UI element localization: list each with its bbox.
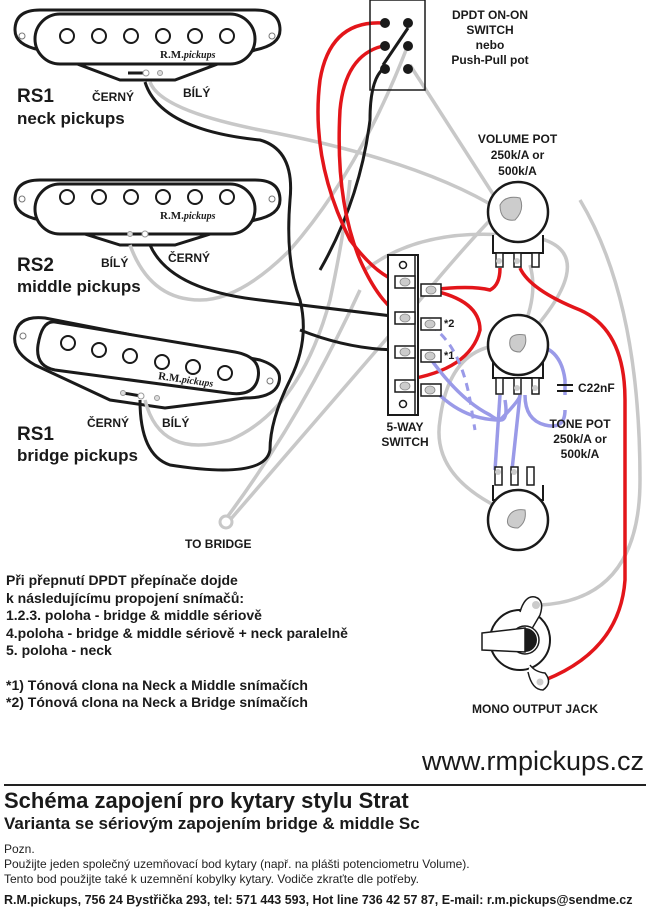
volume-pot xyxy=(486,180,550,268)
divider xyxy=(4,784,646,786)
bridge-ground-terminal xyxy=(218,514,234,530)
wire-dpdt-red-2 xyxy=(337,44,404,318)
black-wires xyxy=(138,27,410,472)
wire-switch-volume xyxy=(429,267,502,292)
note-line: 1.2.3. poloha - bridge & middle sériově xyxy=(6,607,262,623)
volume-pot-label-line1: VOLUME POT xyxy=(477,132,558,146)
wire-volume-jack xyxy=(518,267,627,682)
note-line: Při přepnutí DPDT přepínače dojde xyxy=(6,572,238,588)
page-subtitle: Varianta se sériovým zapojením bridge & … xyxy=(4,814,420,833)
five-way-mark-2: *2 xyxy=(444,318,455,330)
dpdt-label-line1: DPDT ON-ON xyxy=(452,8,528,22)
dpdt-label-line3: nebo xyxy=(475,38,505,52)
wire-tone-dashed xyxy=(429,323,477,431)
tone-pot xyxy=(486,313,550,395)
five-way-mark-1: *1 xyxy=(444,350,455,362)
pickup-middle xyxy=(13,178,282,247)
pickup-brand-middle: R.M.pickups xyxy=(160,210,216,222)
tone-wires xyxy=(428,342,567,471)
website-link[interactable]: www.rmpickups.cz xyxy=(421,746,644,776)
wire-tone-4 xyxy=(510,394,522,471)
capacitor-label: C22nF xyxy=(578,381,615,395)
dpdt-switch xyxy=(369,0,426,91)
wire-middle-black xyxy=(148,244,401,319)
pickup-neck xyxy=(13,8,282,82)
note-line: 5. poloha - neck xyxy=(6,642,112,658)
five-way-label-line2: SWITCH xyxy=(381,435,429,449)
pickup-brand-neck: R.M.pickups xyxy=(160,49,216,61)
dpdt-jumper xyxy=(381,27,410,66)
pickup-bridge-model: RS1 xyxy=(17,424,54,445)
wire-tone-ground xyxy=(437,343,516,517)
wire-dpdt-black xyxy=(318,67,385,271)
tone-pot-label-line3: 500k/A xyxy=(560,447,600,461)
pickup-neck-model: RS1 xyxy=(17,86,54,107)
footnote-2: *2) Tónová clona na Neck a Bridge snímač… xyxy=(6,694,308,710)
wiring-diagram xyxy=(13,0,642,691)
dpdt-label: DPDT ON-ON SWITCH nebo Push-Pull pot xyxy=(430,8,550,68)
pickup-neck-position: neck pickups xyxy=(17,109,125,128)
tone-pot-label: TONE POT 250k/A or 500k/A xyxy=(535,417,625,462)
pickup-bridge-wire-right: BÍLÝ xyxy=(162,416,190,430)
tone-pot-label-line1: TONE POT xyxy=(549,417,611,431)
lower-pot xyxy=(486,466,550,552)
page-title: Schéma zapojení pro kytary stylu Strat xyxy=(4,788,409,813)
wire-switch-loop xyxy=(404,288,482,382)
volume-pot-label-line2: 250k/A or xyxy=(490,148,545,162)
five-way-label: 5-WAY SWITCH xyxy=(370,420,440,450)
remarks-line-2: Tento bod použijte také k uzemnění kobyl… xyxy=(4,872,419,886)
dpdt-label-line4: Push-Pull pot xyxy=(451,53,529,67)
wire-jack-ground xyxy=(539,199,642,607)
contact-info: R.M.pickups, 756 24 Bystřička 293, tel: … xyxy=(4,893,633,907)
tone-pot-label-line2: 250k/A or xyxy=(553,432,607,446)
switching-notes: Při přepnutí DPDT přepínače dojde k násl… xyxy=(6,572,348,712)
wire-cap-bottom xyxy=(523,394,567,428)
remarks-heading: Pozn. xyxy=(4,842,35,856)
pickup-bridge-position: bridge pickups xyxy=(17,446,138,465)
five-way-label-line1: 5-WAY xyxy=(386,420,424,434)
pickup-middle-position: middle pickups xyxy=(17,277,141,296)
pickup-bridge-wire-left: ČERNÝ xyxy=(87,416,130,430)
pickup-middle-model: RS2 xyxy=(17,255,54,276)
wire-bridge-white xyxy=(143,179,352,447)
note-line: 4.poloha - bridge & middle sériově + nec… xyxy=(6,624,348,641)
hot-wires xyxy=(316,21,627,682)
output-jack xyxy=(481,596,551,691)
footnote-1: *1) Tónová clona na Neck a Middle snímač… xyxy=(6,676,308,693)
dpdt-label-line2: SWITCH xyxy=(466,23,514,37)
remarks-line-1: Použijte jeden společný uzemňovací bod k… xyxy=(4,857,470,871)
capacitor xyxy=(557,384,573,392)
pickup-neck-wire-right: BÍLÝ xyxy=(183,86,211,100)
five-way-switch xyxy=(387,254,442,416)
wire-bridge-ground-2 xyxy=(223,289,362,522)
volume-pot-label: VOLUME POT 250k/A or 500k/A xyxy=(460,131,575,179)
pickup-middle-wire-right: ČERNÝ xyxy=(168,251,211,265)
wire-neck-black xyxy=(138,81,305,472)
jack-label: MONO OUTPUT JACK xyxy=(472,702,598,716)
pickup-bridge xyxy=(13,316,281,410)
note-line: k následujícímu propojení snímačů: xyxy=(6,589,245,606)
wire-neck-white xyxy=(148,81,501,212)
wire-tone-3 xyxy=(493,394,502,471)
volume-pot-label-line3: 500k/A xyxy=(498,164,537,178)
to-bridge-label: TO BRIDGE xyxy=(185,537,252,551)
wire-dpdt-red-1 xyxy=(316,21,404,284)
pickup-middle-wire-left: BÍLÝ xyxy=(101,256,129,270)
pickup-neck-wire-left: ČERNÝ xyxy=(92,90,135,104)
wire-switch-ground xyxy=(363,232,570,347)
